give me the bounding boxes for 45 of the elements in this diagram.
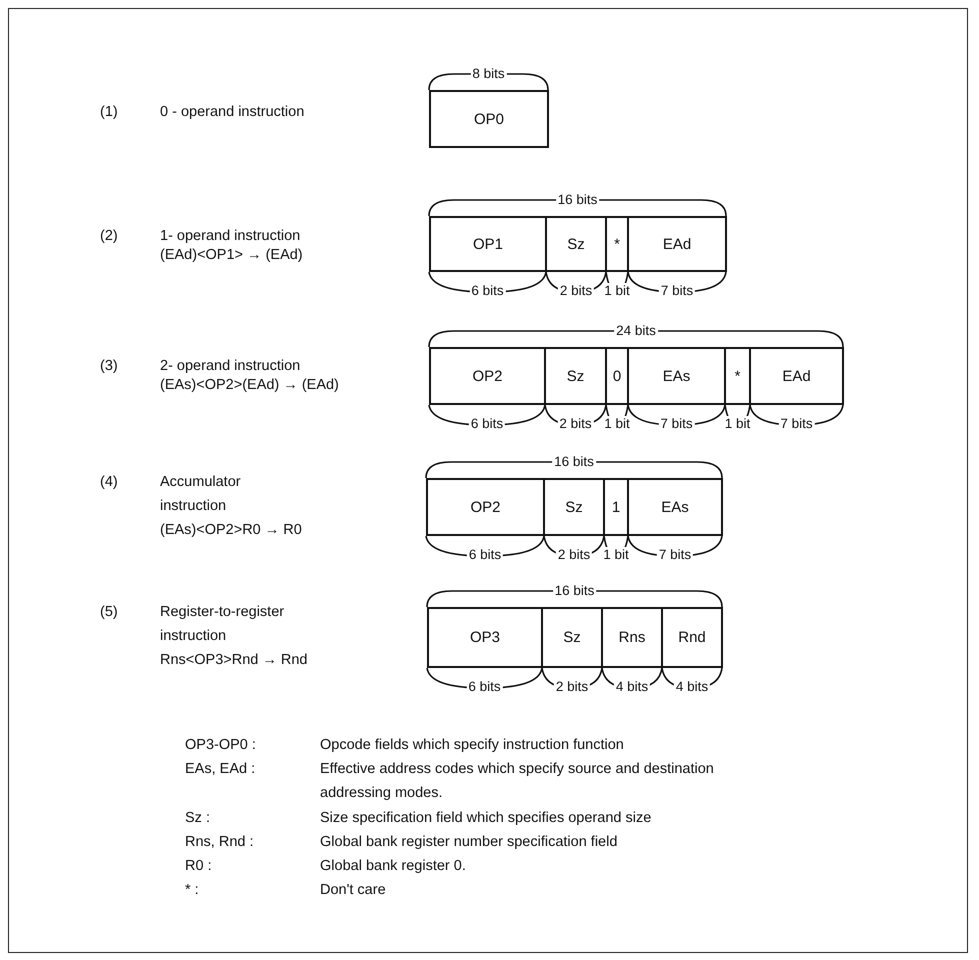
field-box: *	[605, 216, 629, 272]
field-box: EAd	[627, 216, 727, 272]
instruction-text: 1- operand instruction	[160, 227, 300, 246]
item-number: (3)	[100, 357, 118, 376]
abbreviation-text: Rns, Rnd :	[185, 833, 254, 852]
item-number: (5)	[100, 603, 118, 622]
field-box: OP3	[427, 607, 543, 668]
field-box: OP2	[429, 347, 546, 405]
instruction-text: (EAd)<OP1> → (EAd)	[160, 246, 303, 265]
definition-text: Size specification field which specifies operand size	[320, 809, 652, 828]
field-box: EAd	[749, 347, 844, 405]
definition-text: Don't care	[320, 881, 387, 900]
instruction-text: Rns<OP3>Rnd → Rnd	[160, 651, 308, 670]
field-box: Rns	[601, 607, 663, 668]
field-box: Sz	[545, 216, 607, 272]
field-box: OP2	[426, 478, 545, 536]
instruction-text: Register-to-register instruction	[160, 603, 286, 646]
field-box: Rnd	[661, 607, 723, 668]
instruction-text: (EAs)<OP2>R0 → R0	[160, 521, 302, 540]
field-box: Sz	[541, 607, 603, 668]
abbreviation-text: EAs, EAd :	[185, 760, 256, 779]
item-number: (1)	[100, 103, 118, 122]
field-box: Sz	[544, 347, 607, 405]
field-box: EAs	[627, 347, 726, 405]
abbreviation-text: OP3-OP0 :	[185, 736, 256, 755]
instruction-text: (EAs)<OP2>(EAd) → (EAd)	[160, 376, 339, 395]
instruction-text: 0 - operand instruction	[160, 103, 304, 122]
instruction-text: Accumulator instruction	[160, 473, 242, 516]
abbreviation-text: Sz :	[185, 809, 210, 828]
definition-text: Effective address codes which specify source and destination addressing modes.	[320, 760, 715, 803]
definition-text: Opcode fields which specify instruction function	[320, 736, 625, 755]
field-box: *	[724, 347, 751, 405]
abbreviation-text: R0 :	[185, 857, 212, 876]
item-number: (2)	[100, 227, 118, 246]
field-box: OP1	[429, 216, 547, 272]
field-box: Sz	[543, 478, 605, 536]
instruction-text: 2- operand instruction	[160, 357, 300, 376]
field-box: EAs	[627, 478, 723, 536]
item-number: (4)	[100, 473, 118, 492]
field-box: 1	[603, 478, 629, 536]
abbreviation-text: * :	[185, 881, 199, 900]
field-box: 0	[605, 347, 629, 405]
definition-text: Global bank register 0.	[320, 857, 467, 876]
field-box: OP0	[429, 90, 549, 148]
definition-text: Global bank register number specification field	[320, 833, 618, 852]
